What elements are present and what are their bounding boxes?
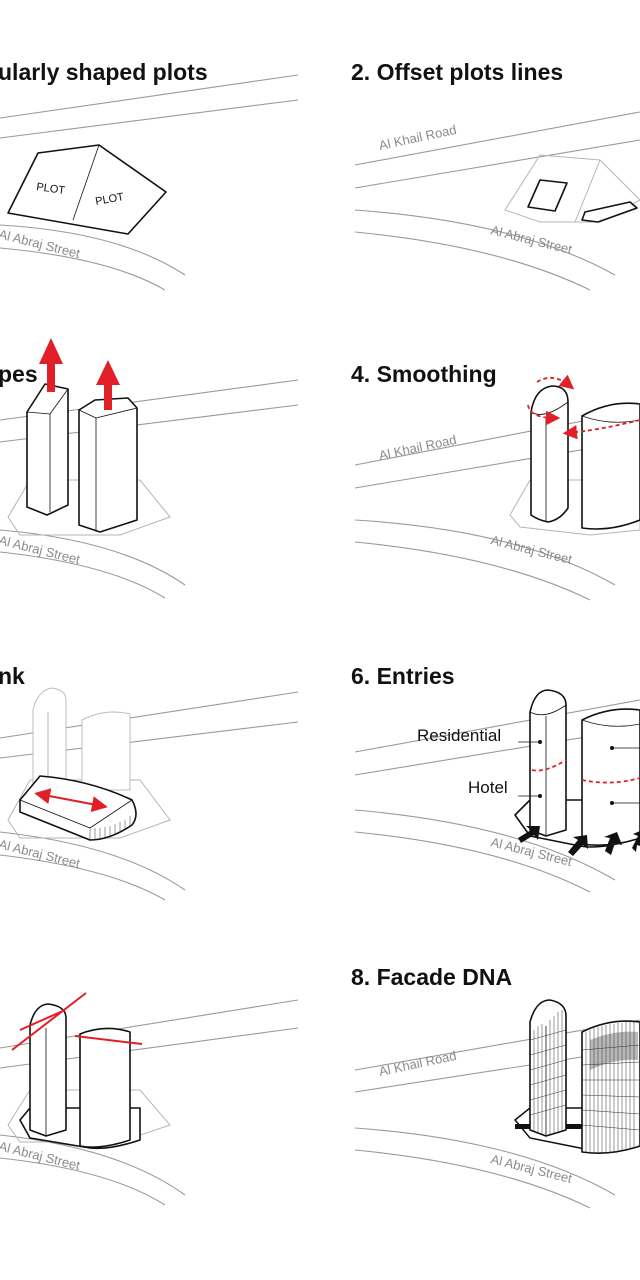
panel-8: 8. Facade DNA Al Khail Road Al Abraj Str… — [351, 964, 640, 1209]
panel-1: ularly shaped plots PLOT PLOT Al Abraj S… — [0, 59, 299, 291]
plot-label-1: PLOT — [36, 181, 66, 197]
road-line — [0, 247, 166, 291]
podium-edge — [19, 799, 91, 829]
entry-arrow-icon — [632, 831, 640, 852]
podium-edge — [89, 799, 133, 829]
panel-4-title: 4. Smoothing — [351, 361, 497, 387]
ghost-tower-left — [32, 687, 67, 791]
road-line — [0, 1134, 186, 1196]
slice-line — [11, 992, 87, 1051]
panel-6-title: 6. Entries — [351, 663, 455, 689]
plot-divider — [574, 159, 601, 223]
program-divider — [531, 759, 567, 772]
leader-dot — [538, 740, 542, 744]
plot-label-2: PLOT — [94, 191, 125, 208]
tower-right — [78, 397, 138, 533]
facade-grid — [581, 1022, 640, 1153]
road-line — [354, 541, 591, 601]
podium-band — [515, 1124, 640, 1129]
tower-right — [581, 402, 640, 530]
curved-dashed-arrow-icon — [527, 404, 561, 426]
entry-arrow-icon — [518, 826, 540, 843]
road-line — [0, 831, 186, 891]
road-line — [354, 111, 640, 166]
slice-line — [19, 1009, 66, 1031]
tower-edge — [78, 409, 97, 419]
tower-edge — [49, 388, 69, 415]
road-label-bottom: Al Abraj Street — [0, 226, 82, 261]
tower-left — [530, 385, 569, 523]
tower-right — [581, 1020, 640, 1154]
leader-dot — [538, 794, 542, 798]
road-label-bottom: Al Abraj Street — [489, 1151, 574, 1186]
road-line — [354, 231, 591, 291]
label-residential: Residential — [417, 726, 501, 745]
road-label-bottom: Al Abraj Street — [0, 532, 82, 567]
plot-outline — [7, 779, 171, 839]
road-line — [354, 831, 591, 893]
road-label-bottom: Al Abraj Street — [489, 532, 574, 567]
curved-dashed-arrow-icon — [562, 419, 640, 440]
road-line — [0, 854, 166, 901]
panel-1-title: ularly shaped plots — [0, 59, 208, 85]
road-label-top: Al Khail Road — [378, 1048, 458, 1079]
panel-2-title: 2. Offset plots lines — [351, 59, 563, 85]
slice-line — [74, 1035, 143, 1045]
panel-5: nk Al Abraj Street — [0, 663, 299, 901]
tower-right — [79, 1027, 131, 1148]
road-line — [354, 1127, 616, 1196]
plot-shape — [7, 144, 167, 235]
up-arrow-icon — [96, 360, 120, 410]
plot-outline — [504, 154, 640, 223]
panel-2: 2. Offset plots lines Al Khail Road Al A… — [351, 59, 640, 291]
panel-7: Al Abraj Street — [0, 992, 299, 1206]
tower-left — [26, 383, 69, 516]
entry-arrow-icon — [568, 835, 588, 856]
panel-4: 4. Smoothing Al Khail Road Al Abraj Stre… — [351, 361, 640, 601]
road-label-bottom: Al Abraj Street — [489, 222, 574, 257]
road-line — [0, 99, 299, 139]
plot-outline — [509, 479, 640, 536]
road-line — [0, 224, 186, 276]
road-line — [354, 699, 640, 753]
road-label-top: Al Khail Road — [378, 432, 458, 463]
road-line — [354, 1149, 591, 1209]
offset-plot-2 — [581, 201, 638, 223]
road-line — [354, 809, 616, 881]
road-label-bottom: Al Abraj Street — [0, 836, 82, 871]
facade-grid — [529, 1010, 567, 1134]
tower-edge — [26, 411, 51, 415]
label-hotel: Hotel — [468, 778, 508, 797]
road-line — [354, 209, 616, 276]
facade-shade — [590, 1031, 638, 1070]
tower-left — [29, 1003, 67, 1137]
tower-edge — [95, 407, 138, 419]
road-line — [0, 74, 299, 119]
podium-facade — [89, 816, 131, 840]
tower-left — [529, 999, 567, 1137]
panel-3: pes Al Abraj Street — [0, 338, 299, 599]
tower-edge — [581, 415, 640, 423]
road-line — [0, 529, 186, 586]
tower-edge — [581, 719, 640, 727]
offset-plot-1 — [527, 179, 568, 212]
panel-5-title: nk — [0, 663, 25, 689]
panel-8-title: 8. Facade DNA — [351, 964, 512, 990]
ghost-tower-right — [81, 711, 131, 791]
road-line — [354, 519, 616, 586]
panel-3-title: pes — [0, 361, 38, 387]
road-line — [354, 139, 640, 189]
program-divider — [581, 777, 640, 784]
panel-6: 6. Entries Residential Hotel — [351, 663, 640, 893]
tower-edge — [529, 704, 567, 716]
road-line — [0, 1157, 166, 1206]
double-arrow-icon — [34, 788, 108, 812]
road-line — [0, 551, 166, 599]
up-arrow-icon — [39, 338, 63, 392]
plot-divider — [72, 144, 100, 221]
curved-dashed-arrow-icon — [536, 374, 575, 390]
tower-right — [581, 708, 640, 846]
entry-arrow-icon — [604, 832, 622, 855]
